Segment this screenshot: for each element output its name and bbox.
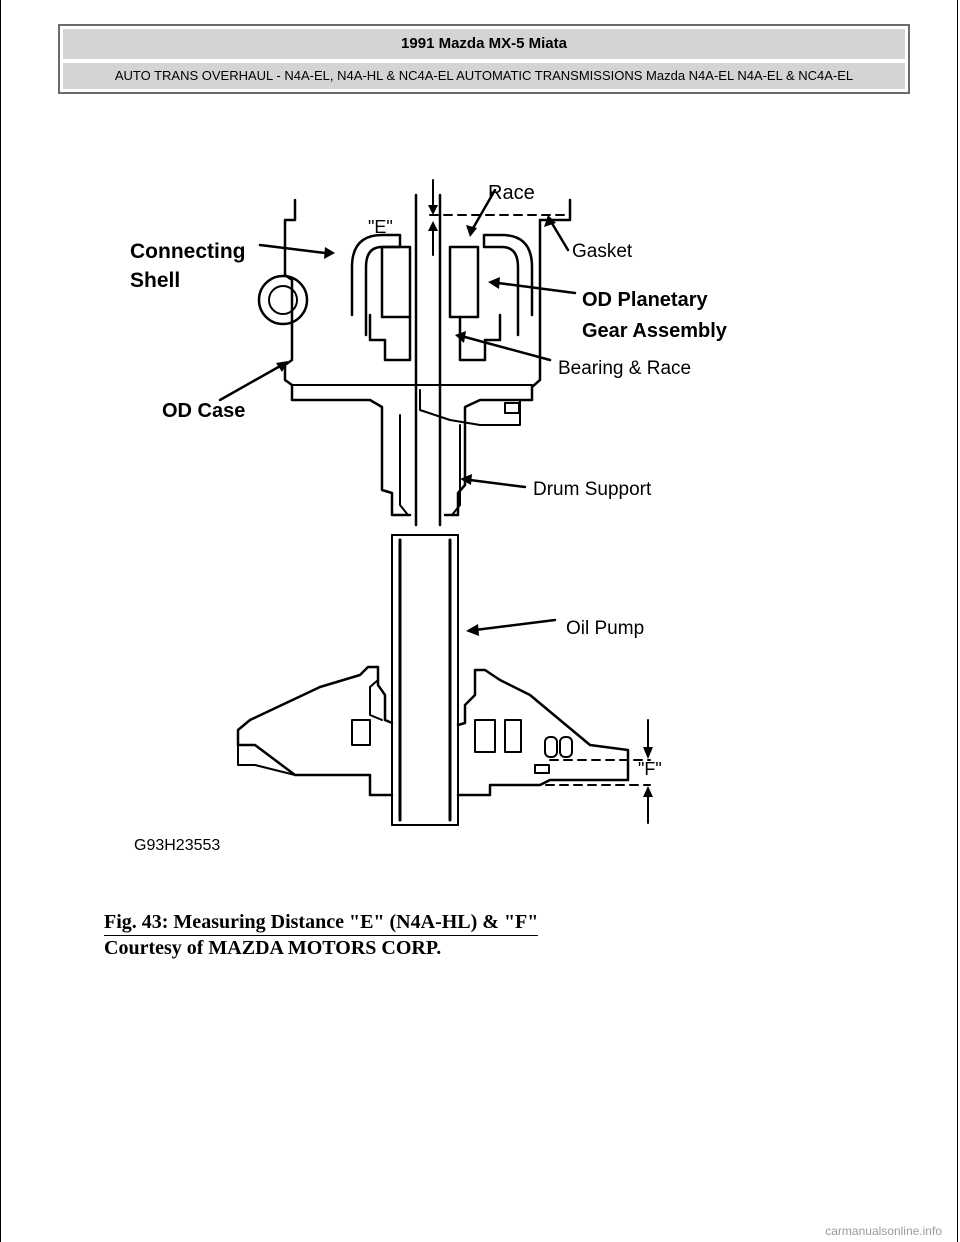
connecting-shell xyxy=(350,233,402,337)
oil-pump-shaft xyxy=(398,538,452,822)
label-connecting: Connecting xyxy=(130,240,246,263)
od-case-right xyxy=(443,198,572,517)
label-gasket: Gasket xyxy=(572,241,633,262)
label-e: "E" xyxy=(368,217,393,237)
caption-courtesy: Courtesy of MAZDA MOTORS CORP. xyxy=(104,937,442,959)
label-bearing-race: Bearing & Race xyxy=(558,358,691,379)
label-gear-assembly: Gear Assembly xyxy=(582,320,728,342)
figure-caption: Fig. 43: Measuring Distance "E" (N4A-HL)… xyxy=(104,910,864,960)
planetary-carrier-right xyxy=(448,245,480,319)
label-drum-support: Drum Support xyxy=(533,479,652,500)
planetary-carrier-left xyxy=(380,245,412,319)
label-oil-pump: Oil Pump xyxy=(566,618,644,639)
oil-pump-body-right xyxy=(456,668,630,797)
label-od-planetary: OD Planetary xyxy=(582,289,708,311)
case-boss xyxy=(257,274,309,326)
label-race: Race xyxy=(488,182,535,204)
caption-title: Fig. 43: Measuring Distance "E" (N4A-HL)… xyxy=(104,910,539,936)
label-od-case: OD Case xyxy=(162,400,245,422)
label-f: "F" xyxy=(638,759,662,779)
header-title: 1991 Mazda MX-5 Miata xyxy=(62,28,906,60)
page-header: 1991 Mazda MX-5 Miata AUTO TRANS OVERHAU… xyxy=(58,24,910,94)
oil-pump-body-left xyxy=(236,665,394,797)
transmission-diagram: Race "E" Gasket Connecting Shell OD Plan… xyxy=(120,175,770,865)
header-subtitle: AUTO TRANS OVERHAUL - N4A-EL, N4A-HL & N… xyxy=(62,62,906,90)
label-figure-code: G93H23553 xyxy=(134,837,220,854)
footer-watermark: carmanualsonline.info xyxy=(825,1224,942,1238)
label-shell: Shell xyxy=(130,269,180,292)
